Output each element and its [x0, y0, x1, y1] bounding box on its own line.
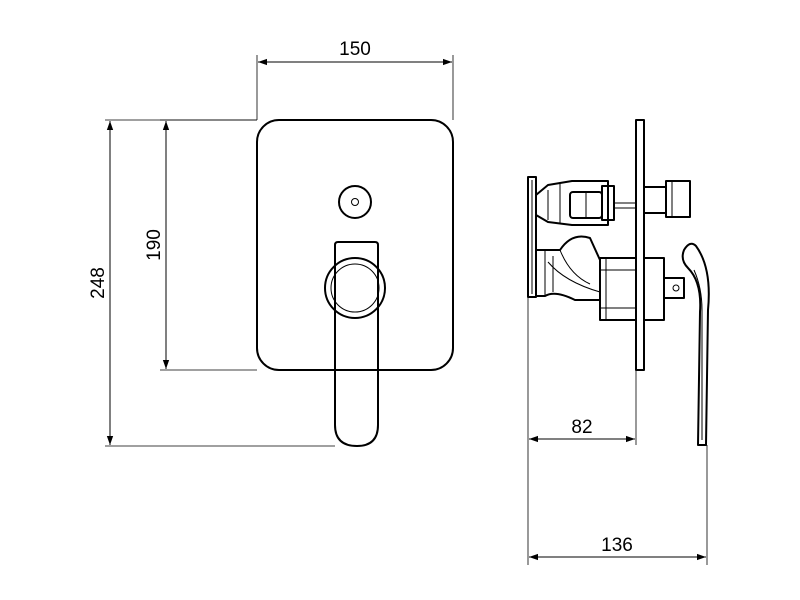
total-height-label: 248 — [88, 267, 109, 299]
cartridge-block — [599, 257, 637, 321]
width-label: 150 — [339, 39, 371, 60]
valve-connector — [535, 235, 601, 301]
handle-rosette — [324, 257, 386, 319]
cover-plate — [256, 119, 454, 371]
width-dimension: 150 — [256, 39, 454, 120]
set-screw — [672, 284, 680, 292]
lever-handle-side — [681, 242, 710, 446]
diverter-knob-cap — [665, 180, 691, 218]
upper-body — [535, 180, 609, 226]
diverter-knob — [643, 186, 667, 214]
plate-height-label: 190 — [144, 229, 165, 261]
plate-height-dimension: 190 — [144, 119, 257, 371]
back-flange — [527, 176, 537, 298]
diverter-button — [338, 185, 372, 219]
side-view — [527, 119, 710, 446]
total-height-dimension: 248 — [88, 119, 335, 447]
handle-rosette-inner — [330, 263, 380, 313]
front-view — [256, 119, 454, 447]
total-depth-label: 136 — [601, 535, 633, 556]
cover-plate-side — [635, 119, 645, 371]
lever-handle — [334, 241, 379, 447]
depth-label: 82 — [571, 417, 592, 438]
depth-dimension: 82 — [527, 297, 637, 565]
handle-stem — [663, 277, 685, 299]
total-depth-dimension: 136 — [529, 445, 708, 565]
handle-rosette-side — [643, 257, 665, 321]
diverter-button-center — [351, 198, 359, 206]
